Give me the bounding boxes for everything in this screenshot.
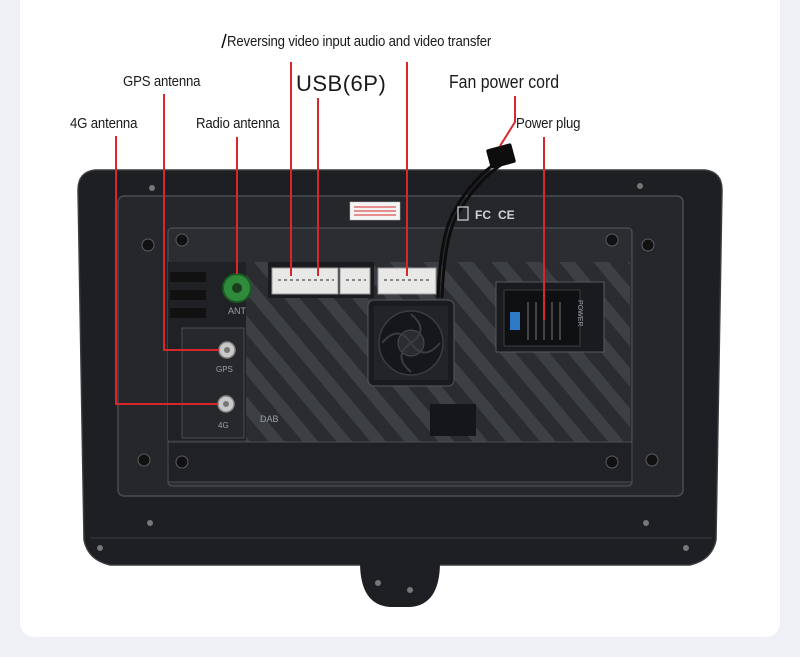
screw: [137, 453, 151, 467]
bezel-rivet: [97, 545, 103, 551]
screw: [641, 238, 655, 252]
leader-line-fan: [499, 96, 516, 147]
power-fuse: [510, 312, 520, 330]
screw: [175, 233, 189, 247]
fcc-mark: FC: [475, 208, 491, 222]
leader-line-4g: [115, 136, 218, 405]
large-vent: [430, 404, 476, 436]
callout-radio-antenna: Radio antenna: [196, 115, 280, 132]
disposal-icon: [457, 206, 469, 221]
fan-power-cable: [436, 158, 501, 299]
bezel-rivet: [407, 587, 413, 593]
callout-usb: USB(6P): [296, 71, 387, 96]
vent-slot: [170, 272, 206, 282]
ce-mark: CE: [498, 208, 515, 222]
antenna-plate: [181, 327, 245, 439]
power-silkscreen: POWER: [576, 300, 583, 326]
callout-power-plug: Power plug: [516, 115, 581, 132]
fan-power-plug: [486, 143, 516, 169]
gps-antenna-pin: [224, 347, 230, 353]
sticker-print: [354, 206, 396, 216]
bottom-rail: [167, 441, 633, 483]
lte-antenna-pin: [223, 401, 229, 407]
fan-blade-lines: [381, 313, 441, 373]
dab-silkscreen: DAB: [260, 414, 279, 424]
screw: [645, 453, 659, 467]
callout-4g-antenna: 4G antenna: [70, 115, 138, 132]
vent-slot: [170, 308, 206, 318]
screw: [605, 233, 619, 247]
callout-gps-antenna: GPS antenna: [123, 73, 201, 90]
bezel-rivet: [375, 580, 381, 586]
fan-power-cable: [440, 160, 506, 299]
radio-antenna-pin: [232, 283, 242, 293]
callout-fan-power: Fan power cord: [449, 72, 560, 92]
power-pins: [527, 302, 561, 340]
bezel-rivet: [637, 183, 643, 189]
vent-slot: [170, 290, 206, 300]
leader-line-gps: [163, 94, 219, 351]
screw: [141, 238, 155, 252]
bezel-rivet: [147, 520, 153, 526]
ant-silkscreen: ANT: [228, 306, 247, 316]
gps-silkscreen: GPS: [216, 365, 233, 374]
bezel-rivet: [643, 520, 649, 526]
screw: [605, 455, 619, 469]
screw: [175, 455, 189, 469]
reversing-pointer-icon: [221, 33, 227, 49]
bottom-tab: [360, 562, 440, 607]
bezel-rivet: [683, 545, 689, 551]
lte-silkscreen: 4G: [218, 421, 229, 430]
bezel-rivet: [149, 185, 155, 191]
callout-reversing-video: Reversing video input audio and video tr…: [227, 33, 492, 50]
